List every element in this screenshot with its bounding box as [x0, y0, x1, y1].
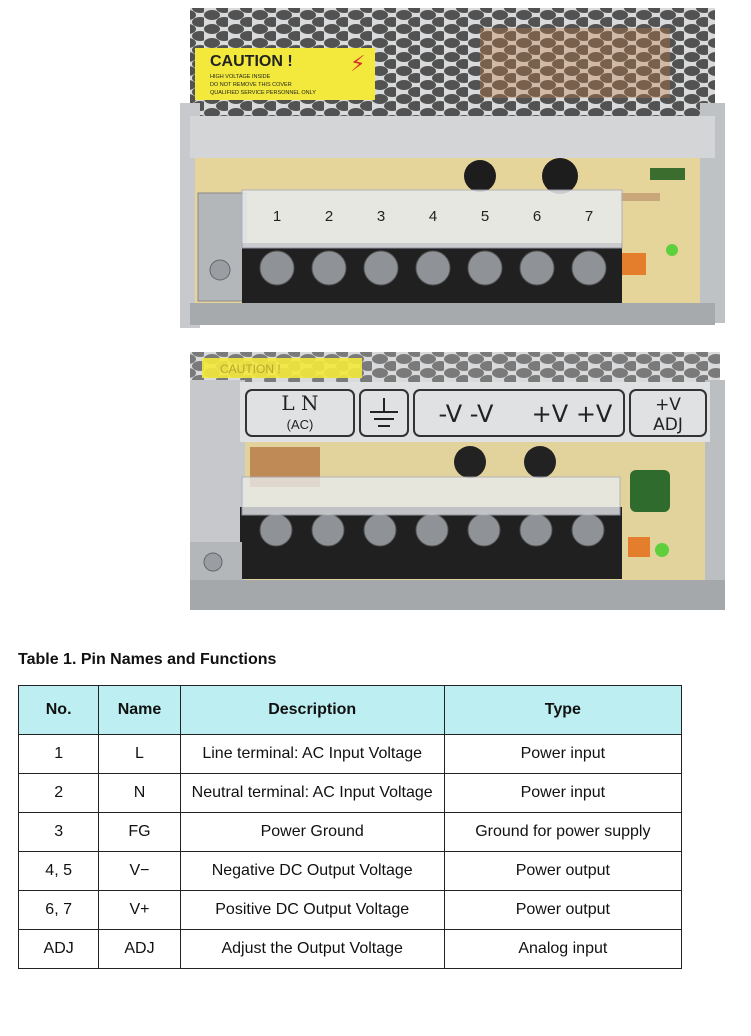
pin-table: No. Name Description Type 1 L Line termi…: [17, 685, 683, 969]
cell-name: V+: [98, 890, 181, 930]
caution-line: QUALIFIED SERVICE PERSONNEL ONLY: [210, 90, 316, 96]
header-description: Description: [179, 685, 445, 735]
ground-icon: [370, 398, 398, 427]
caution-line: DO NOT REMOVE THIS COVER: [210, 82, 292, 88]
power-supply-photo-top: CAUTION ! ⚡ HIGH VOLTAGE INSIDE DO NOT R…: [180, 8, 730, 330]
cell-no: 2: [17, 773, 100, 813]
caution-title: CAUTION !: [220, 362, 281, 376]
table-header-row: No. Name Description Type: [17, 685, 683, 735]
copper-coil: [480, 28, 670, 98]
terminal-number: 4: [429, 208, 437, 225]
power-supply-photo-bottom: CAUTION ! L N (AC) -V -V +V +V +V ADJ: [180, 352, 730, 618]
cell-no: ADJ: [17, 929, 100, 969]
cell-name: ADJ: [98, 929, 181, 969]
cell-description: Power Ground: [179, 812, 445, 852]
power-supply-illustration-bottom: CAUTION ! L N (AC) -V -V +V +V +V ADJ: [190, 352, 725, 610]
terminal-cover: [241, 476, 621, 516]
cell-no: 1: [17, 734, 100, 774]
table-row: ADJ ADJ Adjust the Output Voltage Analog…: [17, 929, 683, 969]
caution-line: HIGH VOLTAGE INSIDE: [210, 74, 271, 80]
cell-name: FG: [98, 812, 181, 852]
cell-description: Adjust the Output Voltage: [179, 929, 445, 969]
header-name: Name: [98, 685, 181, 735]
cell-type: Ground for power supply: [443, 812, 683, 852]
cell-type: Power output: [443, 851, 683, 891]
label-l-n: L N: [281, 391, 318, 415]
table-row: 2 N Neutral terminal: AC Input Voltage P…: [17, 773, 683, 813]
terminal-number: 6: [533, 208, 541, 225]
cell-no: 4, 5: [17, 851, 100, 891]
caution-title: CAUTION !: [210, 53, 293, 70]
terminal-number: 5: [481, 208, 489, 225]
cell-name: L: [98, 734, 181, 774]
cell-no: 6, 7: [17, 890, 100, 930]
table-row: 3 FG Power Ground Ground for power suppl…: [17, 812, 683, 852]
caution-label: [202, 358, 362, 378]
header-type: Type: [443, 685, 683, 735]
cell-no: 3: [17, 812, 100, 852]
terminal-cover: [241, 189, 623, 249]
terminal-number: 2: [325, 208, 333, 225]
label-adj: ADJ: [653, 415, 683, 435]
terminal-number: 1: [273, 208, 281, 225]
cell-name: V−: [98, 851, 181, 891]
terminal-number: 3: [377, 208, 385, 225]
cell-description: Line terminal: AC Input Voltage: [179, 734, 445, 774]
label-adj-v: +V: [655, 395, 681, 415]
lightning-icon: ⚡: [350, 52, 365, 77]
cell-description: Positive DC Output Voltage: [179, 890, 445, 930]
table-row: 4, 5 V− Negative DC Output Voltage Power…: [17, 851, 683, 891]
cell-description: Negative DC Output Voltage: [179, 851, 445, 891]
label-positive-v: +V +V: [532, 400, 613, 428]
cell-type: Power input: [443, 773, 683, 813]
faceplate: [190, 116, 715, 158]
cell-name: N: [98, 773, 181, 813]
cell-type: Analog input: [443, 929, 683, 969]
table-row: 6, 7 V+ Positive DC Output Voltage Power…: [17, 890, 683, 930]
caution-label: [195, 48, 375, 100]
mount-bracket: [197, 192, 247, 302]
label-negative-v: -V -V: [439, 400, 495, 428]
terminal-number: 7: [585, 208, 593, 225]
header-no: No.: [17, 685, 100, 735]
power-supply-illustration-top: CAUTION ! ⚡ HIGH VOLTAGE INSIDE DO NOT R…: [180, 8, 725, 328]
table-row: 1 L Line terminal: AC Input Voltage Powe…: [17, 734, 683, 774]
cell-description: Neutral terminal: AC Input Voltage: [179, 773, 445, 813]
table-caption: Table 1. Pin Names and Functions: [18, 651, 277, 668]
cell-type: Power output: [443, 890, 683, 930]
cell-type: Power input: [443, 734, 683, 774]
label-ac: (AC): [287, 417, 314, 432]
